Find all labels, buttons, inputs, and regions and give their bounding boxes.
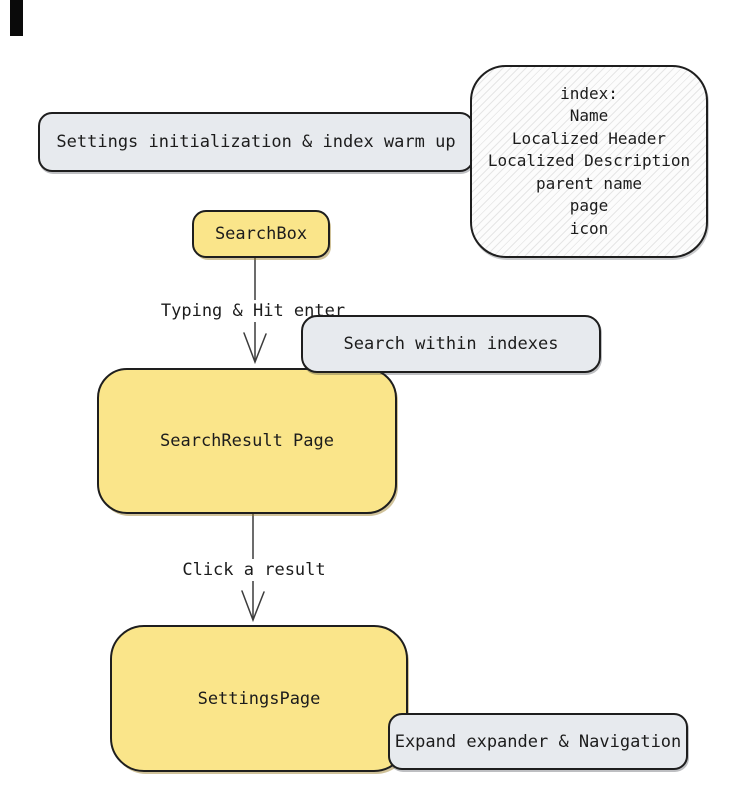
edge-label-click-a-result: Click a result — [181, 559, 327, 581]
index-field-line: page — [569, 196, 609, 216]
arrow-result-to-settings-head — [241, 590, 265, 623]
node-searchresult-page: SearchResult Page — [97, 368, 397, 514]
node-search-within-indexes-label: Search within indexes — [343, 334, 559, 354]
arrow-searchbox-to-result-head — [243, 332, 267, 365]
index-field-line: Localized Header — [511, 128, 667, 148]
node-expand-expander-navigation-label: Expand expander & Navigation — [394, 731, 682, 752]
node-settingspage: SettingsPage — [110, 625, 408, 772]
index-field-line: Localized Description — [487, 151, 691, 171]
text-cursor-artifact — [10, 0, 23, 36]
index-fields-list: index: Name Localized Header Localized D… — [488, 83, 690, 241]
index-field-line: Name — [569, 106, 609, 126]
node-settings-initialization: Settings initialization & index warm up — [38, 112, 474, 172]
node-settingspage-label: SettingsPage — [197, 688, 321, 709]
node-searchbox-label: SearchBox — [214, 224, 308, 244]
index-field-line: icon — [569, 218, 609, 238]
edge-label-typing-hit-enter: Typing & Hit enter — [158, 300, 348, 322]
node-searchbox: SearchBox — [192, 210, 330, 258]
index-field-line: parent name — [536, 173, 642, 193]
node-index-fields: index: Name Localized Header Localized D… — [470, 65, 708, 258]
index-field-line: index: — [560, 83, 618, 103]
node-expand-expander-navigation: Expand expander & Navigation — [388, 713, 688, 770]
node-search-within-indexes: Search within indexes — [301, 315, 601, 373]
node-searchresult-page-label: SearchResult Page — [160, 431, 334, 451]
node-settings-initialization-label: Settings initialization & index warm up — [56, 132, 456, 152]
